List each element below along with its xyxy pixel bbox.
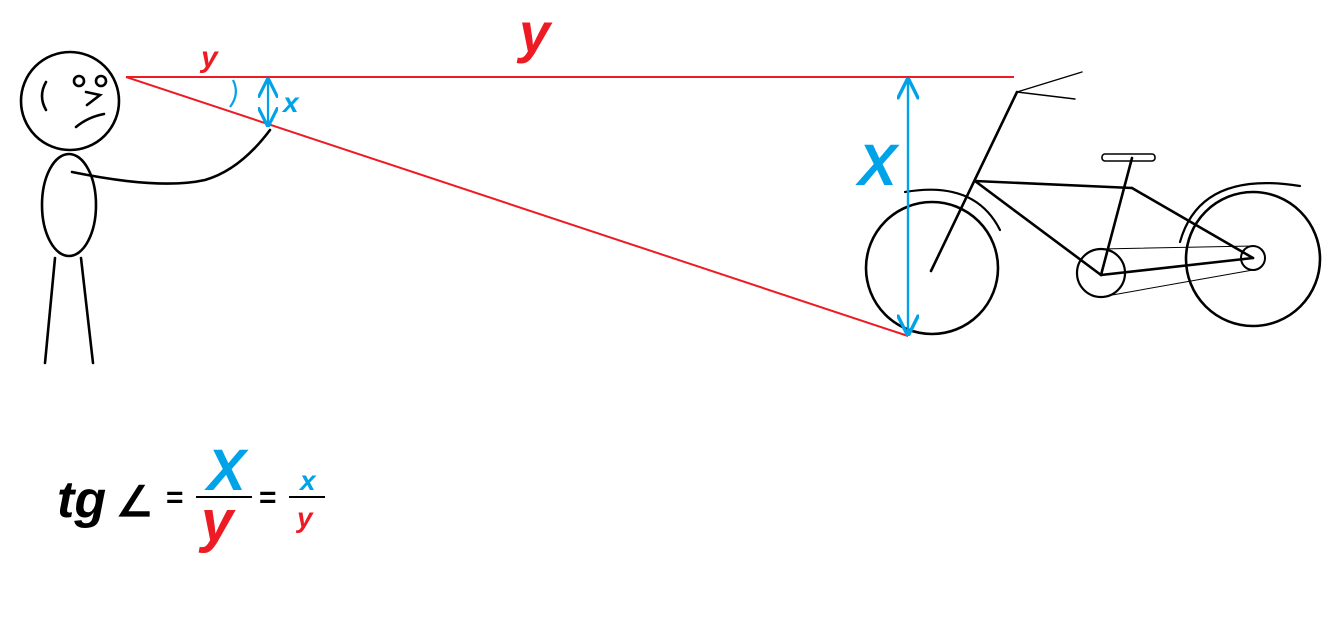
formula-small-numerator: x xyxy=(298,465,317,496)
stick-figure xyxy=(19,50,272,365)
figure-leg-right xyxy=(79,256,95,365)
slanted-sight-line xyxy=(125,76,909,337)
formula-small-denominator: y xyxy=(295,502,314,533)
formula-equals-2: = xyxy=(259,481,277,514)
figure-mouth xyxy=(74,112,106,129)
bicycle-down-tube xyxy=(973,179,1103,277)
figure-ear xyxy=(40,80,48,112)
figure-head xyxy=(19,50,121,152)
formula-equals-1: = xyxy=(166,481,184,514)
bicycle-handlebar xyxy=(1016,71,1083,100)
figure-eye-left xyxy=(72,74,86,88)
bicycle-chain-top xyxy=(1100,245,1254,250)
near-y-label: y xyxy=(199,41,219,74)
formula-big-numerator: X xyxy=(204,438,249,503)
formula-big-denominator: y xyxy=(198,489,236,554)
bicycle-front-fender xyxy=(903,188,1002,232)
angle-arc xyxy=(229,79,237,108)
figure-nose xyxy=(84,90,104,107)
far-y-label: y xyxy=(516,1,553,64)
formula-angle-symbol: ∠ xyxy=(116,478,154,525)
bicycle-top-tube xyxy=(973,179,1134,190)
bicycle-chain-bottom xyxy=(1100,269,1254,298)
figure-leg-left xyxy=(43,256,57,365)
bicycle-rear-fender xyxy=(1178,182,1302,244)
near-x-label: x xyxy=(281,87,300,118)
bicycle xyxy=(864,71,1322,336)
sight-lines xyxy=(125,76,1014,337)
formula: tg ∠ = X y = x y xyxy=(57,438,325,554)
far-x-label: X xyxy=(855,133,900,198)
bicycle-seat-tube xyxy=(1099,156,1134,277)
figure-body xyxy=(40,152,98,258)
bicycle-chain-stay xyxy=(1099,256,1255,277)
bicycle-front-wheel xyxy=(864,200,1000,336)
bicycle-rear-wheel xyxy=(1184,190,1322,328)
formula-tg: tg xyxy=(57,471,106,529)
figure-arm xyxy=(70,128,272,185)
bicycle-saddle xyxy=(1101,153,1156,162)
figure-eye-right xyxy=(94,74,108,88)
